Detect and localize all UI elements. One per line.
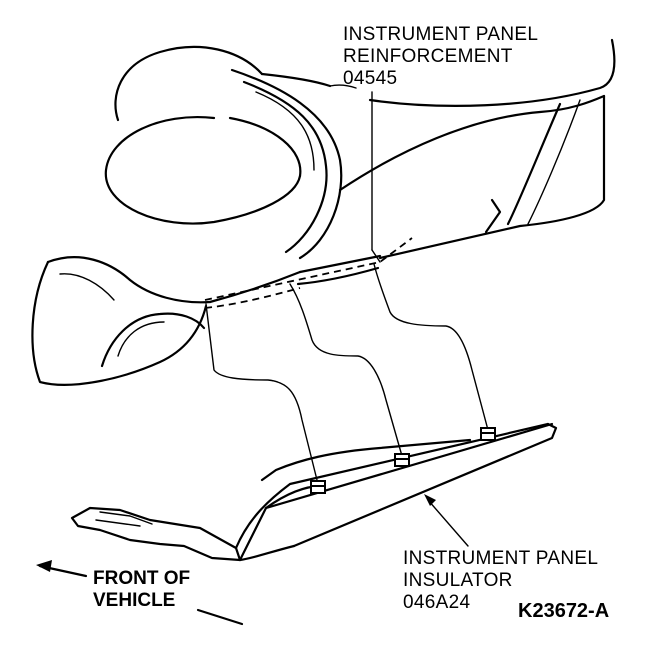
stud-1	[310, 480, 326, 494]
front-of-vehicle-label: FRONT OF VEHICLE	[93, 568, 190, 612]
insulator-part-number: 046A24	[403, 592, 471, 613]
attachment-lines	[205, 263, 489, 485]
reinforcement-leader-hook	[329, 84, 357, 89]
reinforcement-part-number: 04545	[343, 68, 398, 89]
reinforcement-bar	[204, 237, 413, 309]
figure-id: K23672-A	[518, 600, 610, 622]
front-label-line2: VEHICLE	[93, 590, 176, 611]
reinforcement-callout: INSTRUMENT PANEL REINFORCEMENT 04545	[343, 24, 538, 90]
instrument-panel	[31, 38, 616, 386]
insulator-label-line1: INSTRUMENT PANEL	[403, 548, 599, 569]
insulator-leader	[424, 494, 469, 547]
front-label-line1: FRONT OF	[93, 568, 191, 589]
front-arrow	[36, 560, 244, 626]
insulator-label-line2: INSULATOR	[403, 570, 513, 591]
reinforcement-label-line1: INSTRUMENT PANEL	[343, 24, 539, 45]
insulator-callout: INSTRUMENT PANEL INSULATOR 046A24	[403, 548, 598, 614]
stud-3	[480, 427, 496, 441]
reinforcement-label-line2: REINFORCEMENT	[343, 46, 513, 67]
insulator-panel	[70, 422, 558, 562]
stud-2	[394, 453, 410, 467]
